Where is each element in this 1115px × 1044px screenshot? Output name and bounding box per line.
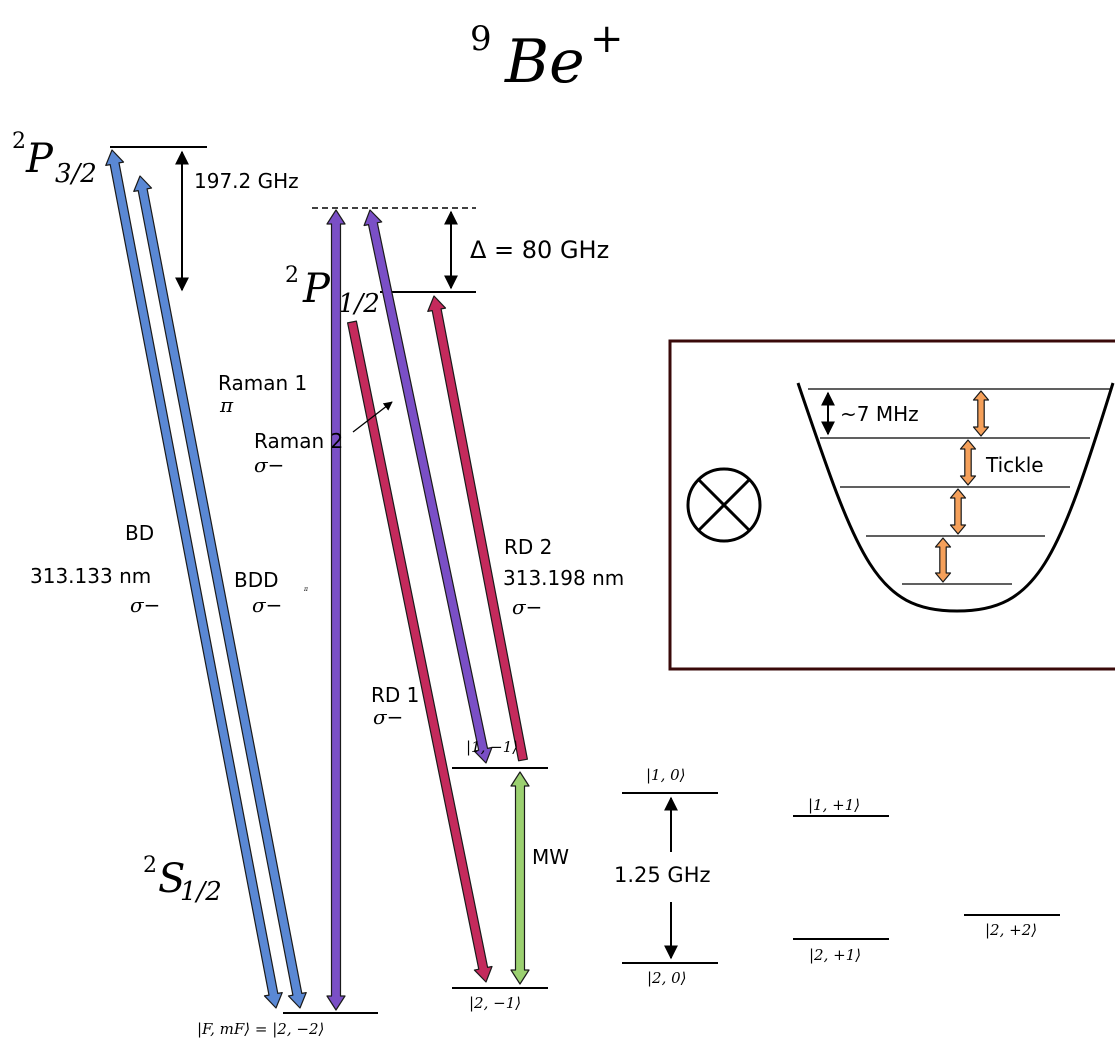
tickle-arrow-2 [949,488,967,535]
bd-beam-arrow [105,149,283,1009]
raman1-beam-arrow [326,209,346,1011]
state-1-m1: |1, −1⟩ [466,738,518,756]
state-2-m1: |2, −1⟩ [469,994,521,1012]
state-2-p2: |2, +2⟩ [985,921,1037,939]
rd2-label: RD 2 [504,535,552,559]
detuning-label: Δ = 80 GHz [470,236,609,264]
tickle-arrow-1 [934,537,952,583]
tickle-arrow-3 [959,439,977,486]
inset-frame [668,339,1115,671]
state-1-0: |1, 0⟩ [646,766,686,784]
trap-spacing-label: ~7 MHz [840,402,919,426]
bd-wavelength: 313.133 nm [30,564,151,588]
tickle-label: Tickle [985,453,1044,477]
title-element: Be [504,27,585,97]
raman2-beam-arrow [363,209,493,764]
fine-splitting-label: 197.2 GHz [194,169,299,193]
beam-layer [105,149,530,1011]
raman1-label: Raman 1 [218,371,307,395]
bdd-beam-arrow [133,175,307,1009]
mw-label: MW [532,845,569,869]
diagram-title: 9 Be + [470,16,624,97]
title-charge: + [590,16,624,62]
bdd-label: BDD [234,568,279,592]
rd2-beam-arrow [427,295,529,762]
raman2-label: Raman 2 [254,429,343,453]
tickle-arrow-4 [972,390,990,437]
label-s12: 2 S 1/2 [143,853,222,907]
trap-inset: ~7 MHz Tickle [668,339,1115,671]
title-isotope: 9 [470,19,492,59]
label-s12-pre: 2 [143,853,157,878]
raman2-pointer-arrow [352,401,393,433]
label-p32-sub: 3/2 [55,159,97,189]
label-p32-base: P [25,136,54,182]
state-1-p1: |1, +1⟩ [808,796,860,814]
rd1-label: RD 1 [371,683,419,707]
state-2-p1: |2, +1⟩ [809,946,861,964]
rd1-beam-arrow [347,320,493,983]
state-2-0: |2, 0⟩ [647,969,687,987]
label-p12-sub: 1/2 [338,289,380,319]
field-into-page-icon [686,467,762,543]
raman2-pol: σ− [254,453,284,477]
hyperfine-label: 1.25 GHz [614,863,711,887]
rd2-pol: σ− [512,595,542,619]
label-p12-pre: 2 [285,263,299,288]
label-p12-base: P [302,266,331,312]
label-p32-pre: 2 [12,129,26,154]
label-s12-base: S [158,856,185,902]
label-s12-sub: 1/2 [180,877,222,907]
raman1-pol: π [219,393,234,417]
state-2-m2: |F, mF⟩ = |2, −2⟩ [197,1020,324,1038]
rd1-pol: σ− [373,705,403,729]
rd2-wavelength: 313.198 nm [503,566,624,590]
trap-potential-curve [796,382,1115,613]
mw-transition-arrow [510,771,530,985]
bdd-pol: σ− [252,593,282,617]
bdd-tiny-pi: π [303,586,309,593]
label-p32: 2 P 3/2 [12,129,97,189]
tickle-layer [934,390,990,583]
label-p12: 2 P 1/2 [285,263,380,319]
bd-pol: σ− [130,593,160,617]
bd-label: BD [125,521,154,545]
